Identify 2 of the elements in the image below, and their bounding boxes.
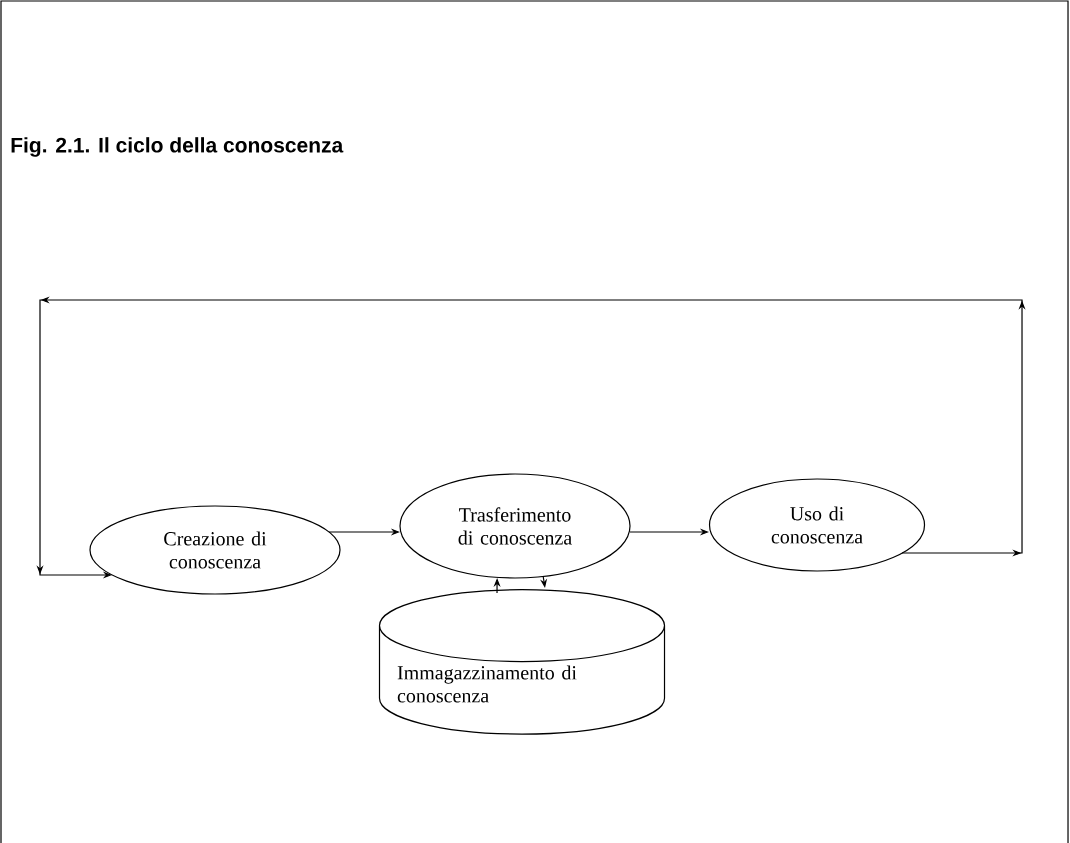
- figure-title: Fig. 2.1. Il ciclo della conoscenza: [11, 137, 344, 157]
- storage-cylinder: Immagazzinamento di conoscenza: [378, 589, 666, 735]
